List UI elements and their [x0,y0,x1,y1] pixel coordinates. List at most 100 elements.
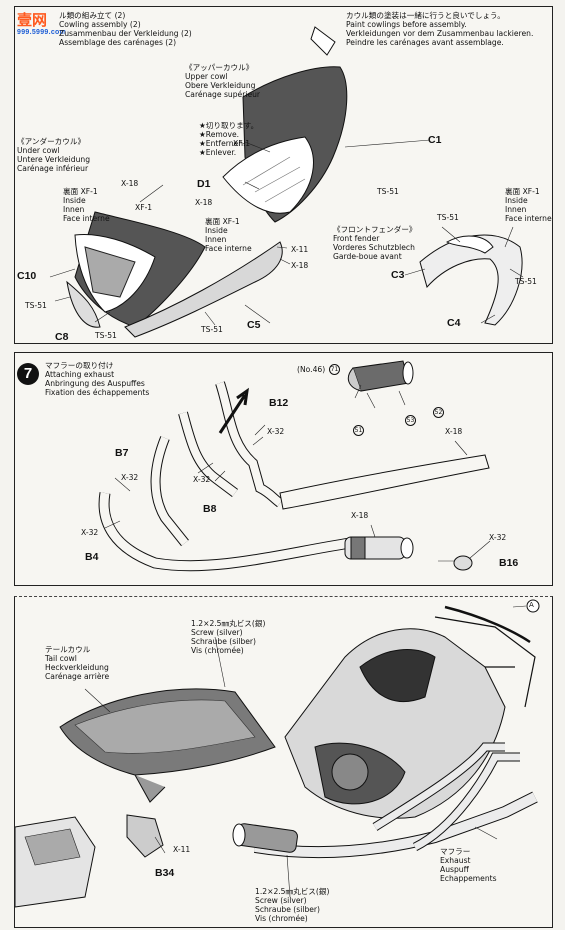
label-b8: B8 [203,503,217,515]
step7-panel: 7 マフラーの取り付け Attaching exhaust Anbringung… [14,352,553,586]
label-x32-top: X-32 [267,427,285,436]
label-ts51-c10: TS-51 [25,301,47,310]
inside-note-c5-jp: 裏面 XF-1 [205,217,240,226]
label-b16: B16 [499,557,519,569]
label-c1: C1 [428,134,442,146]
step7-number: 7 [17,363,39,385]
label-x11: X-11 [291,245,309,254]
upper-cowl-caption: 《アッパーカウル》 Upper cowl Obere Verkleidung C… [185,63,260,99]
label-ts51-upper: TS-51 [377,187,399,196]
label-x32-b4: X-32 [81,528,99,537]
under-cowl-fr: Carénage inférieur [17,164,89,173]
tail-cowl-de: Heckverkleidung [45,663,109,672]
inside-note-fender: 裏面 XF-1 Inside Innen Face interne [505,187,552,223]
screw-top-jp: 1.2×2.5㎜丸ビス(銀) [191,619,266,628]
under-cowl-jp: 《アンダーカウル》 [17,137,86,146]
upper-cowl-jp: 《アッパーカウル》 [185,63,254,72]
part-51: 51 [353,425,364,436]
step6-heading-fr: Assemblage des carénages (2) [59,38,177,47]
remove-note-fr: ★Enlever. [199,148,237,157]
label-xf1-upper: XF-1 [233,139,251,148]
label-d1: D1 [197,178,211,190]
label-ts51-fender2: TS-51 [515,277,537,286]
front-fender-en: Front fender [333,234,380,243]
screw-callout-bottom: 1.2×2.5㎜丸ビス(銀) Screw (silver) Schraube (… [255,887,329,923]
step6-heading-de: Zusammenbau der Verkleidung (2) [59,29,192,38]
paint-note-en: Paint cowlings before assembly. [346,20,467,29]
part-71: 71 [329,364,340,375]
part-51-number: 51 [353,425,364,436]
step6-heading: ル類の組み立て (2) Cowling assembly (2) Zusamme… [59,11,192,47]
part-52: 52 [433,407,444,418]
assembly-mark-a: A [529,601,534,609]
under-cowl-de: Untere Verkleidung [17,155,91,164]
remove-note-jp: ★切り取ります。 [199,121,259,130]
screw-callout-top: 1.2×2.5㎜丸ビス(銀) Screw (silver) Schraube (… [191,619,265,655]
screw-bottom-fr: Vis (chromée) [255,914,308,923]
under-cowl-en: Under cowl [17,146,60,155]
inside-note-fender-en: Inside [505,196,528,205]
final-assembly-panel: 1.2×2.5㎜丸ビス(銀) Screw (silver) Schraube (… [14,596,553,928]
label-xf1-under: XF-1 [135,203,153,212]
tail-cowl-fr: Carénage arrière [45,672,110,681]
front-fender-jp: 《フロントフェンダー》 [333,225,417,234]
label-b34: B34 [155,867,175,879]
step7-heading-en: Attaching exhaust [45,370,115,379]
exhaust-en: Exhaust [440,856,471,865]
tail-cowl-en: Tail cowl [45,654,77,663]
inside-note-c5-de: Innen [205,235,227,244]
inside-note-c5: 裏面 XF-1 Inside Innen Face interne [205,217,252,253]
step6-heading-jp: ル類の組み立て (2) [59,11,126,20]
step7-heading-de: Anbringung des Auspuffes [45,379,145,388]
label-x18-top: X-18 [445,427,463,436]
label-b12: B12 [269,397,289,409]
remove-note: ★切り取ります。 ★Remove. ★Entfernen. ★Enlever. [199,121,258,157]
upper-cowl-de: Obere Verkleidung [185,81,256,90]
part-53: 53 [405,415,416,426]
inside-note-c5-en: Inside [205,226,228,235]
exhaust-jp: マフラー [440,847,471,856]
label-c10: C10 [17,270,37,282]
step7-heading-jp: マフラーの取り付け [45,361,114,370]
label-x32-b7: X-32 [121,473,139,482]
remove-note-de: ★Entfernen. [199,139,246,148]
inside-note-fender-jp: 裏面 XF-1 [505,187,540,196]
exhaust-caption: マフラー Exhaust Auspuff Echappements [440,847,497,883]
exhaust-de: Auspuff [440,865,469,874]
inside-note-under: 裏面 XF-1 Inside Innen Face interne [63,187,110,223]
screw-bottom-de: Schraube (silber) [255,905,321,914]
screw-top-fr: Vis (chromée) [191,646,244,655]
label-x18-under: X-18 [121,179,139,188]
front-fender-caption: 《フロントフェンダー》 Front fender Vorderes Schutz… [333,225,417,261]
label-x18-c5: X-18 [291,261,309,270]
label-x18-d1: X-18 [195,198,213,207]
label-c3: C3 [391,269,405,281]
label-x18-mid: X-18 [351,511,369,520]
inside-note-under-en: Inside [63,196,86,205]
tail-cowl-jp: テールカウル [45,645,91,654]
label-ts51-c8: TS-51 [95,331,117,340]
motorcycle-assembly-illustration [15,599,540,908]
label-x11-final: X-11 [173,845,191,854]
paint-note: カウル類の塗装は一緒に行うと良いでしょう。 Paint cowlings bef… [346,11,533,47]
exhaust-illustration [98,360,491,572]
inside-note-fender-fr: Face interne [505,214,552,223]
paint-note-jp: カウル類の塗装は一緒に行うと良いでしょう。 [346,11,505,20]
inside-note-c5-fr: Face interne [205,244,252,253]
step6-heading-en: Cowling assembly (2) [59,20,141,29]
watermark-logo: 壹网 [17,12,48,29]
paint-note-fr: Peindre les carénages avant assemblage. [346,38,504,47]
tail-cowl-caption: テールカウル Tail cowl Heckverkleidung Carénag… [45,645,109,681]
part-71-number: 71 [329,364,340,375]
upper-cowl-en: Upper cowl [185,72,228,81]
upper-cowl-fr: Carénage supérieur [185,90,261,99]
inside-note-under-jp: 裏面 XF-1 [63,187,98,196]
remove-note-en: ★Remove. [199,130,240,139]
label-b4: B4 [85,551,99,563]
step7-heading-fr: Fixation des échappements [45,388,150,397]
under-cowl-caption: 《アンダーカウル》 Under cowl Untere Verkleidung … [17,137,90,173]
front-fender-fr: Garde-boue avant [333,252,402,261]
cowling-illustration [49,26,524,338]
inside-note-under-fr: Face interne [63,214,110,223]
inside-note-fender-de: Innen [505,205,527,214]
